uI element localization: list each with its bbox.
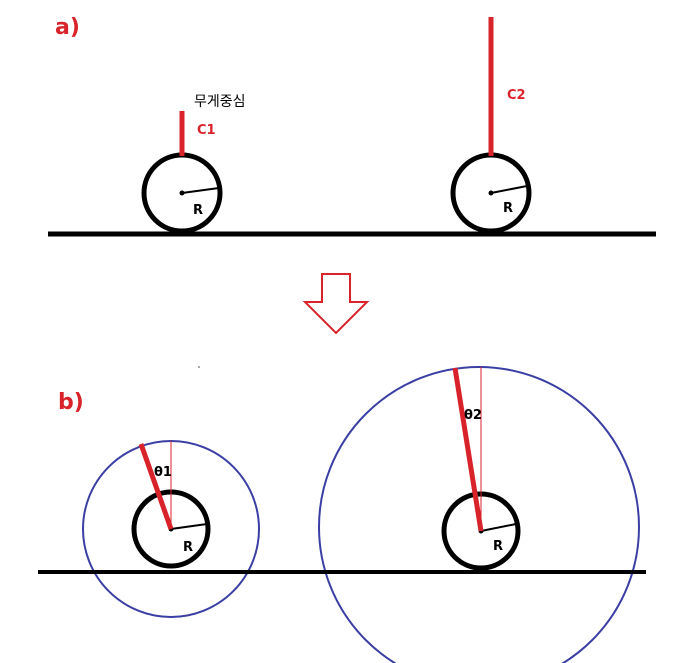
wheel-a-right-radius bbox=[490, 185, 528, 194]
wheel-a-left-radius bbox=[181, 187, 220, 194]
tilted-rod-b-left bbox=[138, 443, 174, 530]
tilted-rod-b-right bbox=[452, 367, 484, 532]
stray-dot bbox=[198, 366, 200, 368]
rod-c2-label: C2 bbox=[507, 88, 526, 103]
wheel-b-right-radius bbox=[480, 523, 517, 532]
wheel-b-left-radius-label: R bbox=[183, 540, 193, 555]
angle-theta1-label: θ1 bbox=[154, 465, 172, 480]
wheel-a-left-radius-label: R bbox=[193, 203, 203, 218]
wheel-a-right-radius-label: R bbox=[503, 201, 513, 216]
wheel-b-right-radius-label: R bbox=[493, 539, 503, 554]
wheel-b-left-radius bbox=[170, 523, 208, 530]
angle-theta2-label: θ2 bbox=[464, 408, 482, 423]
panel-a-label: a) bbox=[55, 15, 80, 40]
down-arrow bbox=[302, 273, 370, 335]
rod-c1-label: C1 bbox=[197, 123, 216, 138]
orbit-b-right bbox=[318, 366, 640, 663]
panel-b-label: b) bbox=[58, 390, 84, 415]
center-of-mass-label: 무게중심 bbox=[194, 94, 246, 110]
